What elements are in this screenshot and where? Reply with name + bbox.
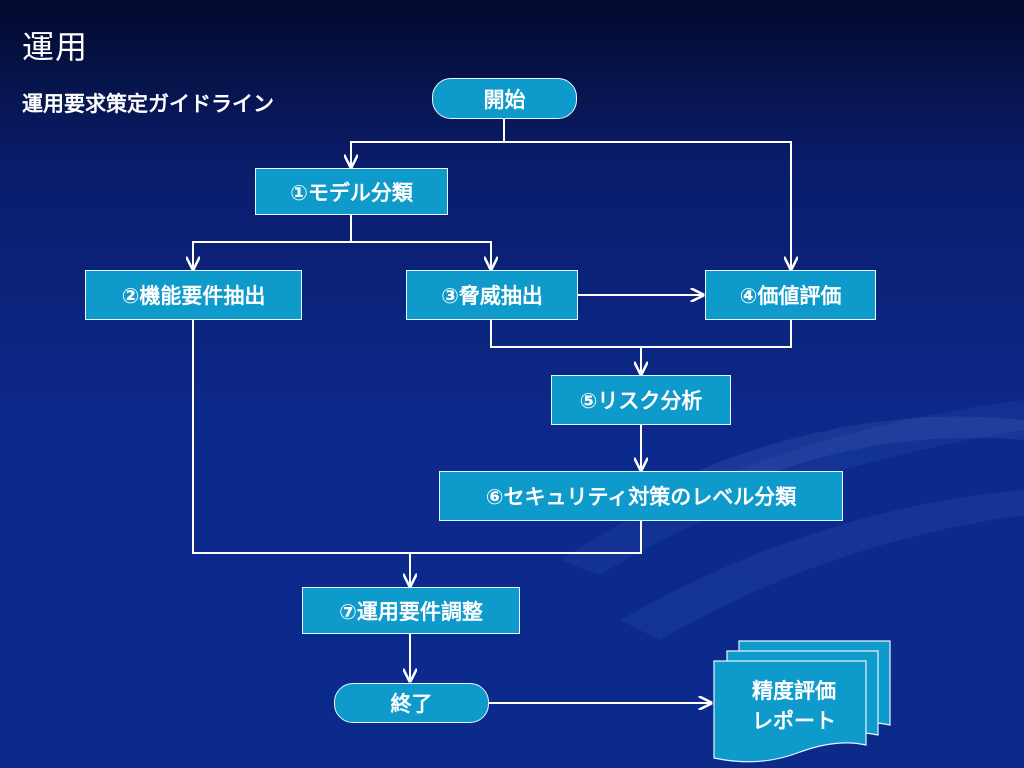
guideline-subtitle: 運用要求策定ガイドライン	[22, 92, 274, 116]
accuracy-report-label: 精度評価 レポート	[715, 676, 873, 736]
step-security-level: ⑥セキュリティ対策のレベル分類	[439, 471, 843, 521]
step-value-assessment: ④価値評価	[705, 270, 876, 320]
step-operation-adjustment: ⑦運用要件調整	[302, 587, 520, 634]
step-model-classification: ①モデル分類	[255, 168, 448, 215]
report-line-1: 精度評価	[752, 679, 836, 703]
slide-title: 運用	[22, 28, 89, 66]
step-functional-requirements: ②機能要件抽出	[85, 270, 302, 320]
end-terminal: 終了	[334, 683, 489, 723]
step-risk-analysis: ⑤リスク分析	[551, 375, 731, 425]
line-functional-down	[192, 320, 642, 554]
arrow-start-to-value	[504, 141, 791, 269]
arrow-start-to-model	[351, 119, 505, 167]
start-terminal: 開始	[432, 78, 577, 119]
step-threat-extraction: ③脅威抽出	[406, 270, 578, 320]
arrow-model-to-functional	[193, 215, 352, 269]
report-line-2: レポート	[752, 709, 836, 733]
arrow-model-to-threat	[351, 241, 491, 269]
